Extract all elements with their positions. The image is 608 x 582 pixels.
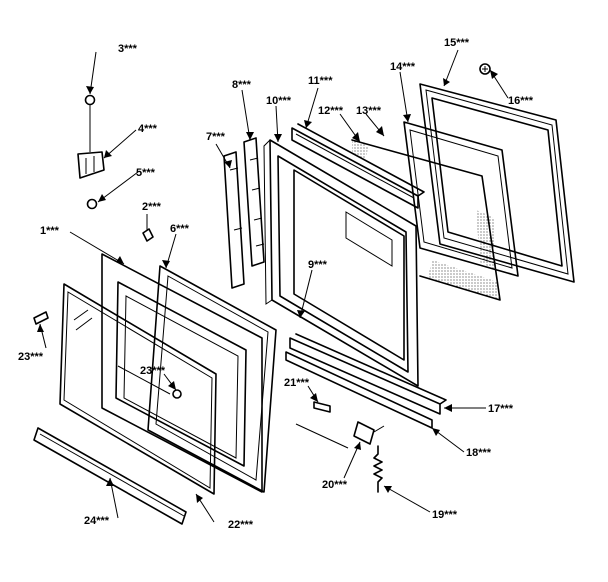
part-19-spring [373,445,383,493]
callout-18: 18*** [466,447,492,459]
callout-15: 15*** [444,37,470,49]
part-21-pin [313,401,331,413]
callout-labels: 3*** 4*** 5*** 2*** 1*** 6*** 7*** 8*** … [18,37,534,531]
callout-22: 22*** [228,519,254,531]
callout-23-center: 23*** [140,365,166,377]
callout-21: 21*** [284,377,310,389]
part-23-screw-center [172,389,182,399]
callout-13: 13*** [356,105,382,117]
leader-lines [39,49,509,523]
part-22-outer-glass [59,283,217,495]
callout-8: 8*** [232,79,252,91]
callout-14: 14*** [390,61,416,73]
part-16-screw [479,63,491,75]
part-4-hinge-bracket [77,114,105,179]
arrowheads [37,70,498,503]
part-12-13-insulation [351,139,501,301]
part-7-side-strip [223,151,245,289]
callout-2: 2*** [142,201,162,213]
part-24-bottom-trim [33,427,187,525]
callout-23-left: 23*** [18,351,44,363]
callout-6: 6*** [170,223,190,235]
callout-20: 20*** [322,479,348,491]
callout-9: 9*** [308,259,328,271]
part-20-latch [353,421,385,445]
callout-11: 11*** [308,75,333,87]
part-5-screw [86,198,98,210]
part-17-bottom-channel [289,333,447,415]
part-3-screw [84,94,96,114]
part-6-gasket-frame [147,265,277,493]
callout-10: 10*** [266,95,292,107]
callout-19: 19*** [432,509,458,521]
part-2-clip [142,228,154,242]
part-1-outer-door [101,253,263,493]
part-15-rear-frame [419,83,575,283]
callout-3: 3*** [118,43,138,55]
callout-7: 7*** [206,131,226,143]
part-11-top-channel [291,123,425,209]
callout-24: 24*** [84,515,110,527]
part-23-screw-left [33,311,49,325]
callout-12: 12*** [318,105,344,117]
callout-4: 4*** [138,123,158,135]
part-8-side-bracket [243,137,265,267]
callout-16: 16*** [508,95,534,107]
part-9-inner-panel [263,139,419,387]
part-14-glass [403,121,519,277]
callout-1: 1*** [40,225,60,237]
callout-5: 5*** [136,167,156,179]
callout-17: 17*** [488,403,514,415]
